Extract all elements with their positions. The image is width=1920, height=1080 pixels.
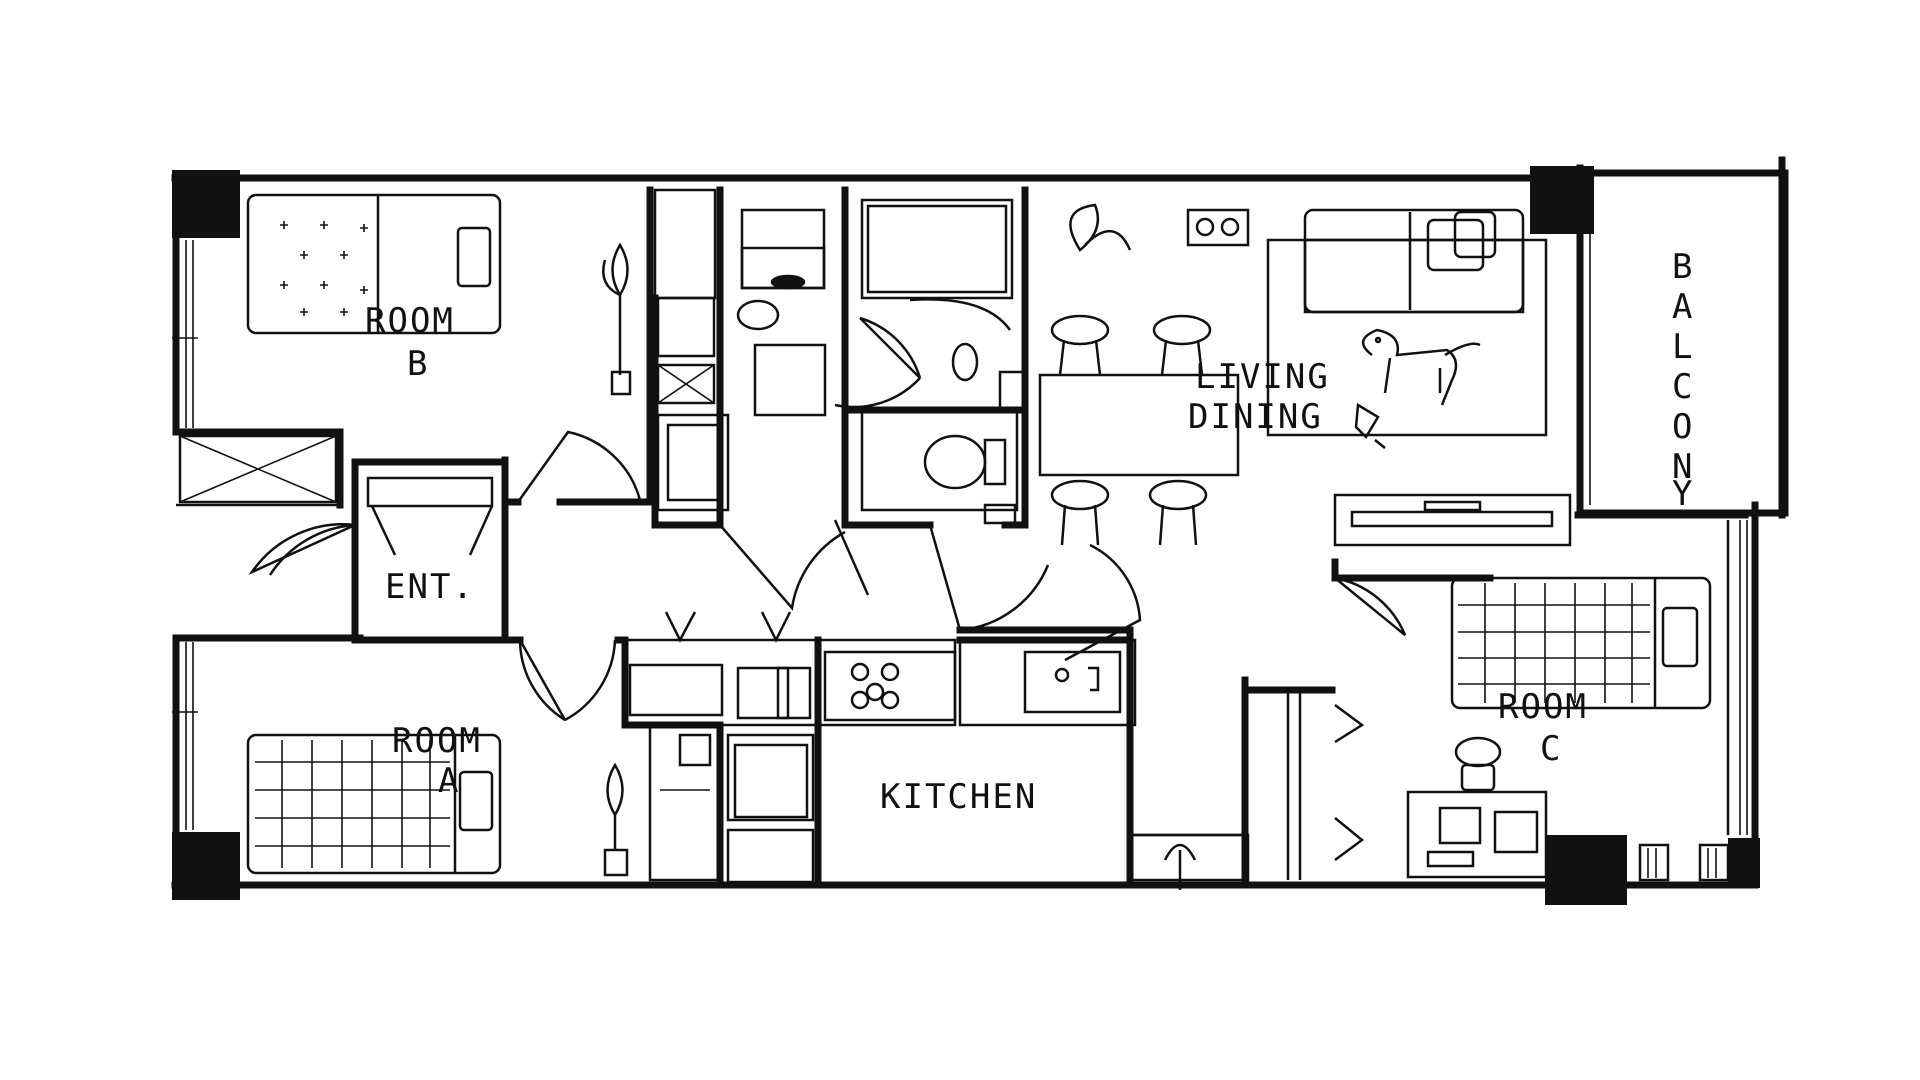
- structural-columns: [172, 166, 1760, 905]
- balcony-letter: C: [1672, 367, 1692, 407]
- desk-room-c: [1406, 736, 1548, 879]
- dining-set: [1038, 314, 1240, 546]
- room-a-label: ROOM: [392, 721, 482, 761]
- balcony-label: B A L C O N Y: [1672, 247, 1692, 514]
- dog-icon: [1362, 328, 1481, 406]
- tv-console: [1333, 493, 1572, 547]
- bed-room-b: [246, 193, 502, 335]
- bed-room-a: [246, 733, 502, 875]
- room-c-label: ROOM: [1498, 687, 1588, 727]
- kitchen-label: KITCHEN: [880, 777, 1037, 817]
- balcony-letter: N: [1672, 447, 1692, 487]
- closet-b: [653, 188, 730, 512]
- bed-room-c: [1450, 576, 1712, 710]
- room-b-sublabel: B: [407, 344, 429, 384]
- sofa: [1266, 208, 1548, 437]
- speaker: [1186, 208, 1250, 247]
- living-label: LIVING: [1195, 357, 1330, 397]
- dining-label: DINING: [1188, 397, 1323, 437]
- balcony-letter: Y: [1672, 474, 1692, 514]
- kitchen-counter: [623, 638, 1250, 884]
- balcony-letter: A: [1672, 287, 1692, 327]
- plant-icons: [602, 203, 1197, 890]
- shelves-room-c: [1638, 843, 1730, 882]
- balcony-letter: B: [1672, 247, 1692, 287]
- entrance-bench: [366, 476, 494, 556]
- entrance-label: ENT.: [385, 567, 475, 607]
- balcony-letter: O: [1672, 407, 1692, 447]
- room-c-sublabel: C: [1540, 729, 1562, 769]
- room-b-label: ROOM: [365, 301, 455, 341]
- balcony-letter: L: [1672, 327, 1692, 367]
- room-a-sublabel: A: [438, 761, 460, 801]
- laundry: [736, 198, 1026, 525]
- closet-a: [648, 723, 722, 882]
- slippers-icon: [1354, 402, 1386, 449]
- windows-left: [172, 240, 1748, 835]
